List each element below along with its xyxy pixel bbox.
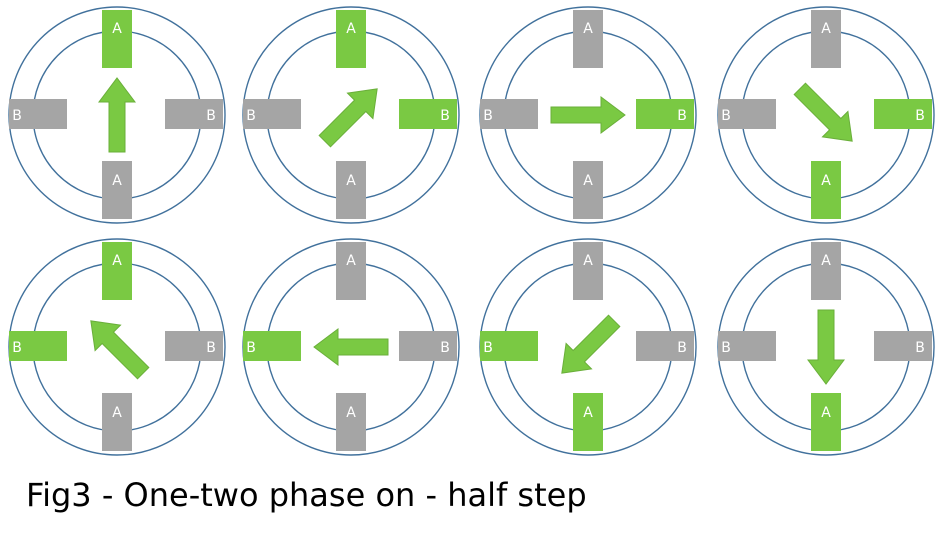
pole-right-energized (636, 99, 694, 129)
pole-right-off (165, 99, 223, 129)
pole-bottom-off (336, 161, 366, 219)
rotor-arrow-icon (793, 82, 853, 142)
pole-bottom-label: A (583, 173, 593, 189)
motor-step-8: A A B B (717, 238, 935, 456)
pole-bottom-off (102, 393, 132, 451)
rotor-arrow-icon (98, 77, 136, 153)
pole-right-label: B (206, 108, 216, 124)
rotor-arrow-icon (318, 88, 378, 148)
pole-right-off (636, 331, 694, 361)
rotor-arrow-icon (313, 328, 389, 366)
pole-bottom-label: A (346, 405, 356, 421)
motor-step-7: A A B B (479, 238, 697, 456)
pole-top-label: A (346, 21, 356, 37)
pole-left-energized (480, 331, 538, 361)
pole-bottom-off (102, 161, 132, 219)
pole-left-label: B (721, 340, 731, 356)
pole-right-label: B (677, 340, 687, 356)
pole-top-label: A (583, 253, 593, 269)
pole-left-off (480, 99, 538, 129)
pole-top-label: A (821, 253, 831, 269)
pole-top-off (811, 10, 841, 68)
pole-top-label: A (112, 253, 122, 269)
pole-top-label: A (583, 21, 593, 37)
rotor-arrow-icon (90, 320, 150, 380)
figure-caption: Fig3 - One-two phase on - half step (26, 476, 587, 514)
pole-top-off (573, 242, 603, 300)
motor-step-2: A A B B (242, 6, 460, 224)
pole-left-label: B (246, 340, 256, 356)
pole-bottom-energized (573, 393, 603, 451)
pole-bottom-off (573, 161, 603, 219)
pole-top-off (336, 242, 366, 300)
motor-step-4: A A B B (717, 6, 935, 224)
pole-left-energized (9, 331, 67, 361)
pole-left-off (243, 99, 301, 129)
pole-bottom-label: A (112, 405, 122, 421)
pole-left-label: B (246, 108, 256, 124)
pole-left-label: B (483, 340, 493, 356)
motor-step-6: A A B B (242, 238, 460, 456)
pole-top-off (811, 242, 841, 300)
pole-right-label: B (440, 108, 450, 124)
pole-top-label: A (346, 253, 356, 269)
pole-left-off (718, 331, 776, 361)
pole-left-energized (243, 331, 301, 361)
pole-left-label: B (12, 340, 22, 356)
rotor-arrow-icon (561, 314, 621, 374)
pole-right-off (165, 331, 223, 361)
pole-right-label: B (915, 340, 925, 356)
pole-bottom-label: A (112, 173, 122, 189)
pole-right-label: B (915, 108, 925, 124)
pole-right-energized (874, 99, 932, 129)
pole-right-off (399, 331, 457, 361)
rotor-arrow-icon (807, 309, 845, 385)
rotor-arrow-icon (550, 96, 626, 134)
pole-bottom-energized (811, 393, 841, 451)
motor-step-3: A A B B (479, 6, 697, 224)
pole-right-off (874, 331, 932, 361)
pole-left-label: B (12, 108, 22, 124)
pole-bottom-label: A (346, 173, 356, 189)
pole-right-label: B (440, 340, 450, 356)
pole-bottom-label: A (583, 405, 593, 421)
motor-step-1: A A B B (8, 6, 226, 224)
pole-top-off (573, 10, 603, 68)
pole-left-label: B (721, 108, 731, 124)
pole-top-energized (102, 242, 132, 300)
pole-top-label: A (821, 21, 831, 37)
motor-step-5: A A B B (8, 238, 226, 456)
pole-bottom-energized (811, 161, 841, 219)
pole-right-energized (399, 99, 457, 129)
pole-left-off (9, 99, 67, 129)
pole-right-label: B (677, 108, 687, 124)
stepper-half-step-diagram: A A B B A A B B A A B B A A B B A A B B A A B B A A B B A A B B (8, 6, 935, 456)
pole-top-energized (102, 10, 132, 68)
pole-right-label: B (206, 340, 216, 356)
pole-bottom-off (336, 393, 366, 451)
pole-left-label: B (483, 108, 493, 124)
pole-top-label: A (112, 21, 122, 37)
pole-bottom-label: A (821, 405, 831, 421)
pole-bottom-label: A (821, 173, 831, 189)
pole-top-energized (336, 10, 366, 68)
pole-left-off (718, 99, 776, 129)
